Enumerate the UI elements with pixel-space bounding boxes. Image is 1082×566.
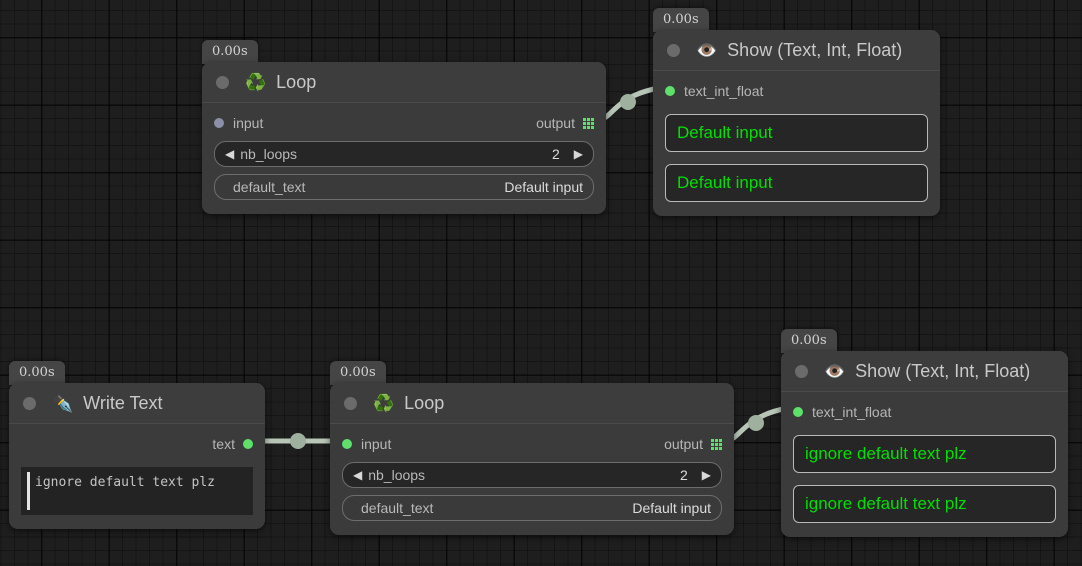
wire-knob-1[interactable] [620,94,636,110]
param-label: nb_loops [368,467,426,483]
param-default-text[interactable]: default_text Default input [214,174,594,200]
node-time-badge-loop-top: 0.00s [202,40,258,64]
param-value[interactable]: Default input [504,179,583,195]
node-body-show-top: text_int_float Default input Default inp… [653,71,940,216]
status-dot[interactable] [667,43,680,57]
port-row-write-text: text [21,433,253,455]
node-body-loop-top: input output ◀ nb_loops 2 ▶ default_text… [202,103,606,214]
grid-icon[interactable] [583,117,594,129]
output-value-box: ignore default text plz [793,485,1056,523]
port-row-loop-top: input output [214,112,594,134]
recycle-icon: ♻️ [373,393,395,413]
node-time-badge-show-bottom: 0.00s [781,329,837,353]
input-port-dot[interactable] [342,439,352,449]
output-value-box: Default input [665,164,928,202]
node-header-show-bottom[interactable]: 👁️ Show (Text, Int, Float) [781,351,1068,392]
text-input-area[interactable]: ignore default text plz [21,467,253,515]
input-port-label: input [361,436,392,452]
node-title: Write Text [83,392,163,413]
param-value[interactable]: 2 [679,467,688,483]
output-port-label: output [536,115,575,131]
wire-loop-top-to-show-top[interactable] [599,85,660,123]
param-nb-loops-stepper[interactable]: ◀ nb_loops 2 ▶ [342,462,722,488]
chevron-right-icon[interactable]: ▶ [573,147,583,161]
input-port-dot[interactable] [665,86,675,96]
node-body-write-text: text ignore default text plz [9,424,265,529]
param-label: default_text [233,179,306,195]
param-value[interactable]: 2 [551,146,560,162]
node-body-show-bottom: text_int_float ignore default text plz i… [781,392,1068,537]
chevron-right-icon[interactable]: ▶ [701,468,711,482]
node-header-loop-bottom[interactable]: ♻️ Loop [330,383,734,424]
wire-knob-3[interactable] [748,415,764,431]
node-show-top[interactable]: 👁️ Show (Text, Int, Float) text_int_floa… [653,30,940,216]
port-row-show-top: text_int_float [665,80,928,102]
input-port-label: input [233,115,264,131]
node-time-badge-write-text: 0.00s [9,361,65,385]
node-title: Loop [404,392,445,413]
param-label: default_text [361,500,434,516]
eye-icon: 👁️ [696,40,718,60]
status-dot[interactable] [795,364,808,378]
output-port-label: output [664,436,703,452]
input-port-label: text_int_float [684,83,764,99]
param-value[interactable]: Default input [632,500,711,516]
input-port-dot[interactable] [793,407,803,417]
output-port-dot[interactable] [243,439,253,449]
status-dot[interactable] [23,396,36,410]
node-time-badge-show-top: 0.00s [653,8,709,32]
param-default-text[interactable]: default_text Default input [342,495,722,521]
node-title: Loop [276,71,317,92]
recycle-icon: ♻️ [245,72,267,92]
output-port-label: text [212,436,235,452]
node-body-loop-bottom: input output ◀ nb_loops 2 ▶ default_text… [330,424,734,535]
input-port-label: text_int_float [812,404,892,420]
output-value-box: Default input [665,114,928,152]
status-dot[interactable] [216,75,229,89]
wire-knob-2[interactable] [290,433,306,449]
pen-nib-icon: ✒️ [52,393,74,413]
param-nb-loops-stepper[interactable]: ◀ nb_loops 2 ▶ [214,141,594,167]
output-value-box: ignore default text plz [793,435,1056,473]
input-port-dot[interactable] [214,118,224,128]
node-header-loop-top[interactable]: ♻️ Loop [202,62,606,103]
status-dot[interactable] [344,396,357,410]
node-write-text[interactable]: ✒️ Write Text text ignore default text p… [9,383,265,529]
node-header-write-text[interactable]: ✒️ Write Text [9,383,265,424]
text-caret [27,472,30,510]
chevron-left-icon[interactable]: ◀ [225,147,235,161]
port-row-show-bottom: text_int_float [793,401,1056,423]
wire-loop-bottom-to-show-bottom[interactable] [726,405,789,444]
text-input-value[interactable]: ignore default text plz [35,475,216,490]
node-loop-top[interactable]: ♻️ Loop input output ◀ nb_loops 2 ▶ d [202,62,606,214]
chevron-left-icon[interactable]: ◀ [353,468,363,482]
node-loop-bottom[interactable]: ♻️ Loop input output ◀ nb_loops 2 ▶ d [330,383,734,535]
port-row-loop-bottom: input output [342,433,722,455]
node-header-show-top[interactable]: 👁️ Show (Text, Int, Float) [653,30,940,71]
grid-icon[interactable] [711,438,722,450]
eye-icon: 👁️ [824,361,846,381]
node-title: Show (Text, Int, Float) [727,39,903,60]
node-title: Show (Text, Int, Float) [855,360,1031,381]
param-label: nb_loops [240,146,298,162]
node-time-badge-loop-bottom: 0.00s [330,361,386,385]
node-show-bottom[interactable]: 👁️ Show (Text, Int, Float) text_int_floa… [781,351,1068,537]
